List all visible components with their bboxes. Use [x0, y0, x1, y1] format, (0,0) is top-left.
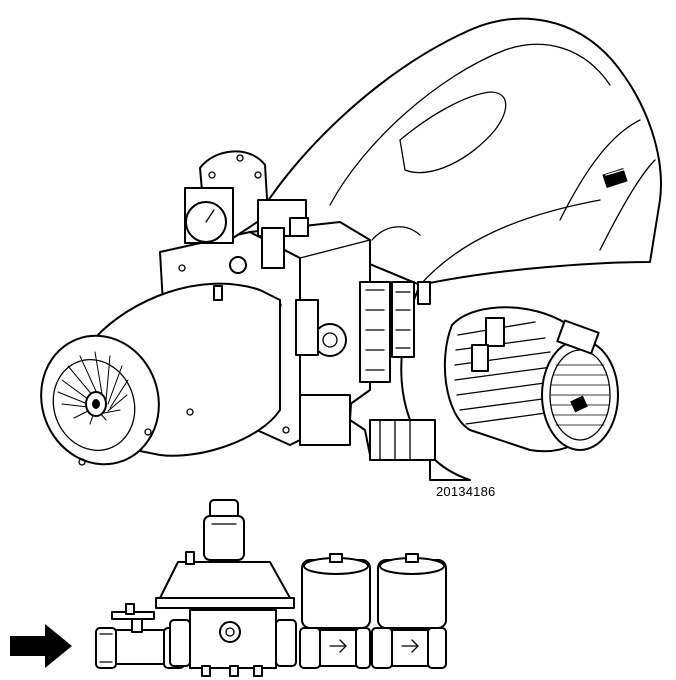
solenoid-valve-1 — [299, 553, 371, 669]
combustion-head — [40, 282, 281, 466]
servo-linkage — [295, 281, 431, 383]
burner-cover — [261, 17, 662, 286]
pressure-regulator — [155, 499, 297, 677]
top-fittings — [184, 150, 309, 301]
solenoid-valve-2 — [371, 553, 447, 669]
electric-motor — [443, 306, 619, 453]
drawing-code: 20134186 — [436, 484, 496, 499]
flow-arrow-icon — [10, 624, 72, 668]
burner-assembly — [40, 17, 662, 481]
gas-train — [10, 499, 447, 677]
